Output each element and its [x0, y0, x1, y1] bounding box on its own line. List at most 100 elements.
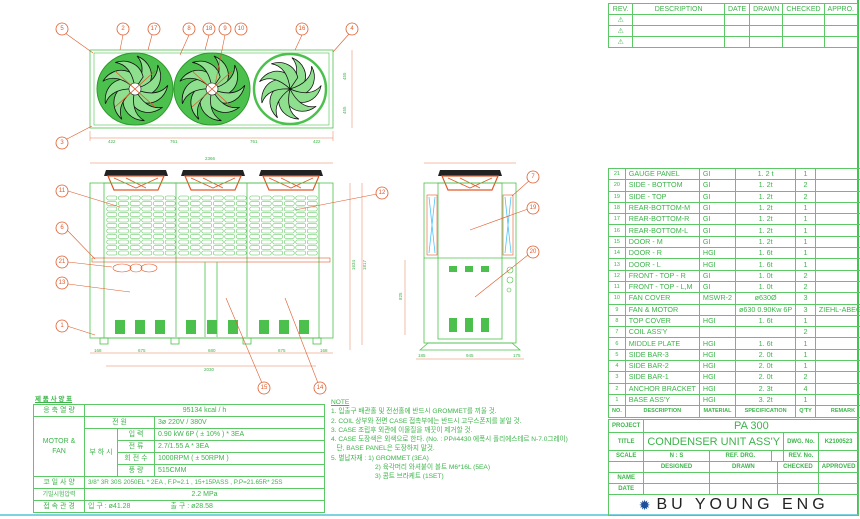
- part-description: REAR-BOTTOM-L: [624, 224, 700, 237]
- scale-label: SCALE: [607, 450, 645, 462]
- part-no: 9: [608, 303, 626, 316]
- coil-tube: [106, 201, 118, 206]
- coil-tube: [164, 223, 176, 228]
- coil-tube: [129, 195, 141, 201]
- part-spec: 1. 6t: [735, 247, 797, 260]
- svg-text:175: 175: [513, 353, 521, 358]
- part-no: 2: [608, 382, 626, 395]
- coil-tube: [295, 250, 306, 256]
- coil-tube: [249, 239, 260, 245]
- coil-tube: [164, 250, 176, 256]
- part-material: GI: [698, 269, 737, 282]
- coil-tube: [141, 195, 153, 201]
- coil-tube: [106, 223, 118, 228]
- coil-tube: [261, 245, 272, 250]
- part-remark: [814, 280, 860, 294]
- coil-tube: [164, 201, 176, 206]
- coil-tube: [106, 228, 118, 234]
- coil-tube: [307, 234, 318, 239]
- part-material: GI: [698, 213, 737, 226]
- revision-triangle-icon: ⚠: [607, 14, 634, 26]
- coil-tube: [272, 234, 283, 239]
- coil-tube: [284, 201, 295, 206]
- svg-text:15: 15: [261, 385, 268, 391]
- vent-grille: [115, 320, 125, 334]
- coil-label: 코 일 사 양: [33, 476, 85, 489]
- part-description: REAR-BOTTOM-M: [624, 201, 700, 215]
- coil-tube: [224, 239, 235, 245]
- part-no: 19: [608, 190, 626, 203]
- coil-tube: [129, 201, 141, 206]
- part-qty: 4: [795, 382, 816, 395]
- part-qty: 1: [795, 360, 816, 373]
- part-qty: 1: [795, 348, 816, 362]
- part-qty: 2: [795, 326, 816, 339]
- part-description: BASE ASS'Y: [624, 393, 700, 407]
- part-qty: 3: [795, 292, 816, 305]
- coil-tube: [164, 234, 176, 239]
- test-pressure-label: 기밀시험압력: [33, 488, 85, 501]
- coil-tube: [118, 201, 129, 206]
- coil-tube: [272, 228, 283, 234]
- parts-header-part-no: NO.: [608, 405, 626, 418]
- coil-tube: [295, 212, 306, 217]
- spec-table: 응 축 열 량 95134 kcal / h MOTOR & FAN 전 원 3…: [33, 404, 325, 513]
- part-remark: [814, 269, 860, 282]
- approved-label: APPROVED: [817, 461, 860, 473]
- part-description: SIDE BAR-2: [624, 360, 700, 373]
- drawing-views: 422 761 761 422 455 455 2366 168 675 680…: [55, 22, 540, 395]
- part-material: HGI: [698, 360, 737, 373]
- part-qty: 2: [795, 371, 816, 384]
- company-name: BU YOUNG ENG: [656, 496, 829, 513]
- vent-grille: [135, 320, 145, 334]
- coil-tube: [118, 234, 129, 239]
- part-description: MIDDLE PLATE: [624, 337, 700, 350]
- power-value: 3ø 220V / 380V: [154, 416, 325, 429]
- coil-tube: [284, 250, 295, 256]
- part-no: 13: [608, 258, 626, 271]
- coil-tube: [307, 212, 318, 217]
- part-remark: [814, 201, 860, 215]
- coil-tube: [164, 212, 176, 217]
- coil-tube: [153, 228, 164, 234]
- part-description: TOP COVER: [624, 314, 700, 328]
- coil-tube: [213, 245, 224, 250]
- coil-tube: [178, 201, 189, 206]
- part-material: GI: [698, 190, 737, 203]
- part-spec: 2. 0t: [735, 348, 797, 362]
- coil-tube: [261, 217, 272, 223]
- part-material: GI: [698, 167, 737, 181]
- coil-tube: [213, 201, 224, 206]
- coil-tube: [201, 228, 212, 234]
- coil-tube: [224, 206, 235, 212]
- coil-tube: [224, 201, 235, 206]
- coil-tube: [224, 228, 235, 234]
- part-material: GI: [698, 224, 737, 237]
- coil-tube: [261, 201, 272, 206]
- coil-tube: [284, 217, 295, 223]
- coil-tube: [141, 206, 153, 212]
- coil-tube: [224, 245, 235, 250]
- part-no: 6: [608, 337, 626, 350]
- vent-grille: [155, 320, 165, 334]
- coil-tube: [201, 239, 212, 245]
- part-description: SIDE - BOTTOM: [624, 179, 700, 192]
- coil-value: 3/8" 3R 30S 2050EL * 2EA , F.P=2.1 , 15+…: [84, 476, 325, 489]
- coil-tube: [272, 217, 283, 223]
- part-qty: 1: [795, 314, 816, 328]
- coil-tube: [153, 212, 164, 217]
- svg-text:168: 168: [320, 348, 328, 353]
- coil-tube: [190, 195, 201, 201]
- part-description: FRONT - TOP - R: [624, 269, 700, 282]
- coil-tube: [141, 201, 153, 206]
- coil-tube: [178, 234, 189, 239]
- coil-grid: [106, 195, 318, 256]
- svg-text:185: 185: [418, 353, 426, 358]
- description-header: DESCRIPTION: [632, 3, 725, 15]
